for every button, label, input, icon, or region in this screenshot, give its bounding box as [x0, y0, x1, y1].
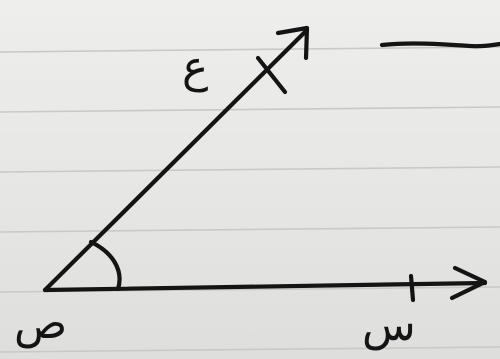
label-lower-ray: س: [362, 300, 416, 351]
ruled-line: [0, 346, 500, 353]
ruled-line: [0, 166, 500, 173]
label-vertex: ص: [14, 298, 67, 349]
ruled-line: [0, 106, 500, 113]
stray-pen-stroke: [379, 41, 500, 49]
label-upper-ray: ع: [182, 42, 208, 93]
upper-ray-arrowhead: [275, 25, 310, 61]
ruled-lines: [0, 46, 500, 353]
upper-ray: [42, 27, 310, 293]
ruled-line: [0, 46, 500, 53]
upper-ray-tick-mark: [255, 55, 288, 95]
angle-arc: [88, 239, 122, 292]
lower-ray-tick-mark: [408, 273, 416, 303]
lower-ray-arrowhead: [449, 265, 488, 301]
ruled-line: [0, 226, 500, 233]
